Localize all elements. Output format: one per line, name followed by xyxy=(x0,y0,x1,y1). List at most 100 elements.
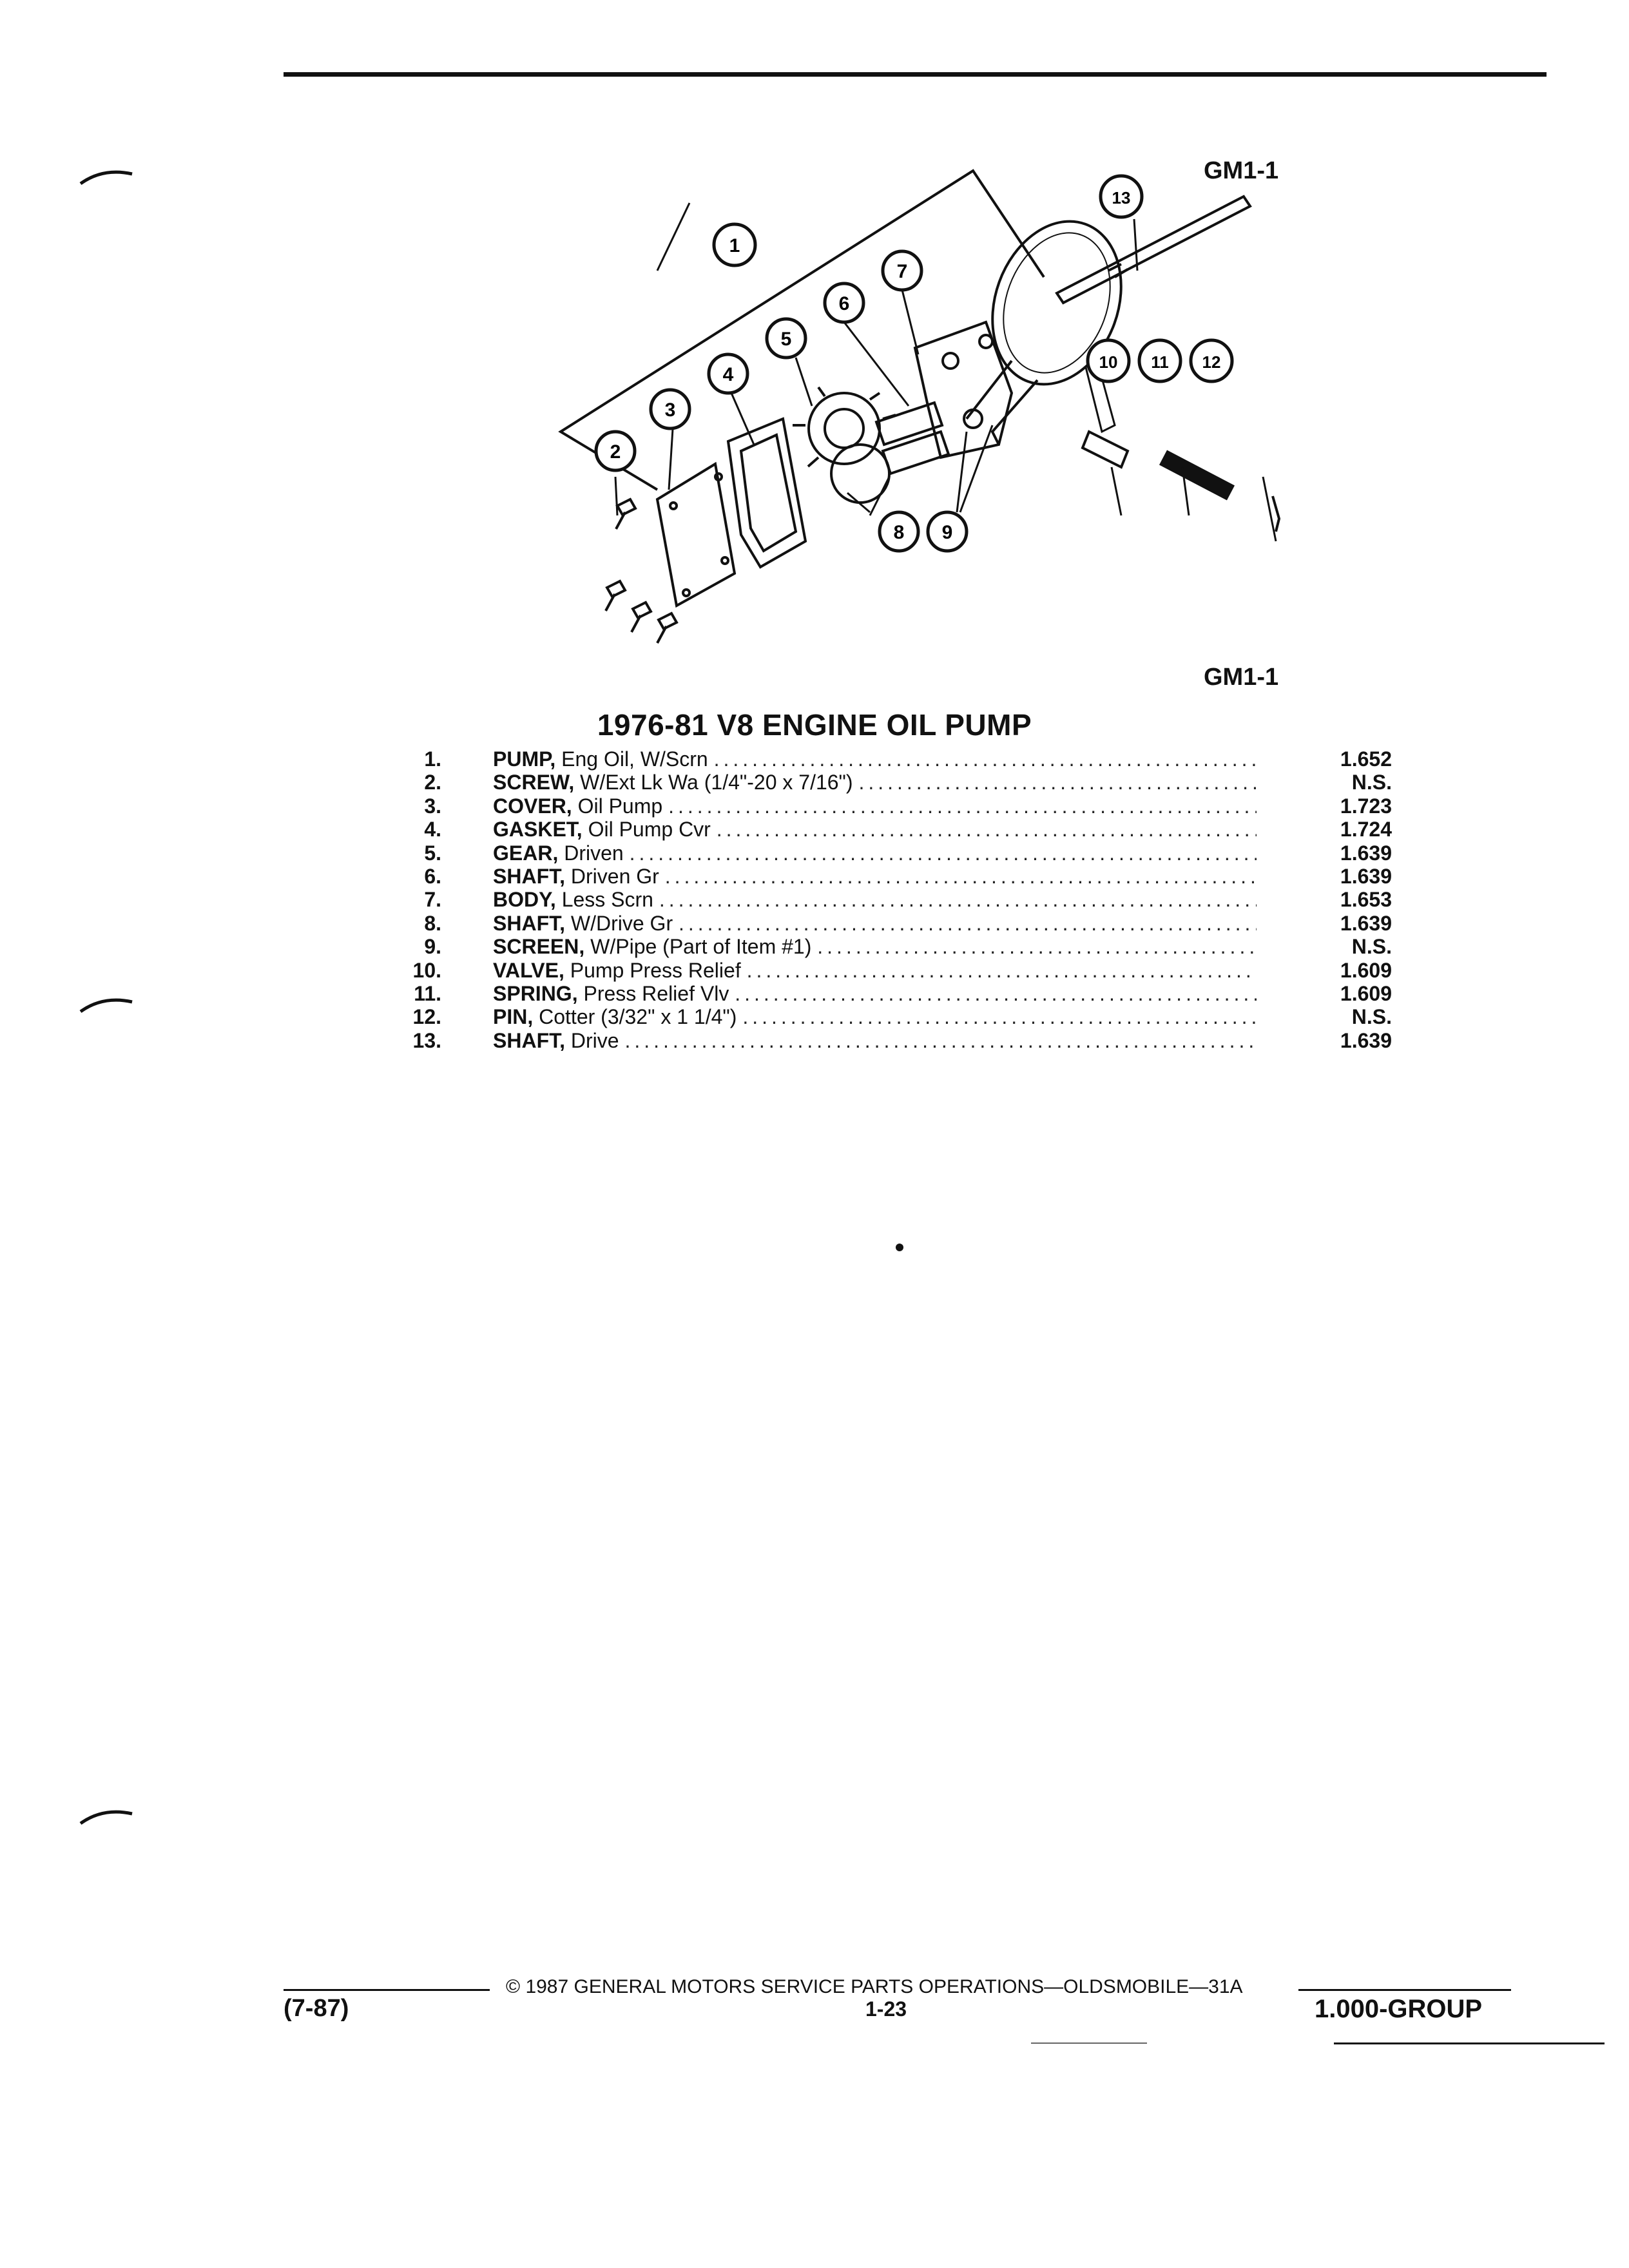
parts-row: 9. SCREEN, W/Pipe (Part of Item #1) .....… xyxy=(380,935,1392,958)
item-description: SHAFT, Drive ...........................… xyxy=(493,1029,1257,1052)
revision-date: (7-87) xyxy=(284,1995,349,2022)
valve-part xyxy=(1081,430,1130,469)
svg-text:12: 12 xyxy=(1202,352,1221,372)
item-number: 10. xyxy=(412,958,441,982)
group-code: N.S. xyxy=(1351,771,1392,794)
item-number: 3. xyxy=(424,794,441,818)
parts-row: 6.SHAFT, Driven Gr .....................… xyxy=(380,865,1392,888)
item-number: 13. xyxy=(412,1028,441,1052)
item-number: 2. xyxy=(424,771,441,794)
footer-rule-right xyxy=(1298,1989,1511,1991)
group-code: 1.653 xyxy=(1340,888,1392,912)
svg-text:11: 11 xyxy=(1151,352,1169,372)
parts-list: 1.PUMP, Eng Oil, W/Scrn ................… xyxy=(380,747,1392,1052)
item-description: BODY, Less Scrn ........................… xyxy=(493,888,1257,911)
leader-dots: ........................................… xyxy=(664,864,1257,888)
leader-dots: ........................................… xyxy=(817,935,1257,959)
group-code: 1.639 xyxy=(1340,841,1392,865)
gears-part xyxy=(793,386,896,504)
item-description: PIN, Cotter (3/32" x 1 1/4") ...........… xyxy=(493,1005,1257,1028)
group-code: 1.609 xyxy=(1340,981,1392,1005)
parts-table-title: 1976-81 V8 ENGINE OIL PUMP xyxy=(597,708,1032,742)
item-number: 9. xyxy=(424,935,441,959)
item-number: 1. xyxy=(424,747,441,771)
top-rule xyxy=(284,72,1547,77)
svg-text:6: 6 xyxy=(839,293,850,314)
item-name: SHAFT, xyxy=(493,911,565,935)
group-code: 1.639 xyxy=(1340,911,1392,935)
item-detail: Driven Gr xyxy=(570,864,659,888)
item-detail: Oil Pump xyxy=(577,794,663,818)
svg-text:3: 3 xyxy=(665,399,676,421)
page-number: 1-23 xyxy=(865,1997,907,2021)
callout-13: 13 xyxy=(1099,174,1144,219)
svg-text:10: 10 xyxy=(1099,352,1118,372)
screw-parts xyxy=(604,497,679,644)
cover-part xyxy=(655,461,737,608)
item-name: GEAR, xyxy=(493,841,559,865)
leader-dots: ........................................… xyxy=(668,794,1257,818)
group-number: 1.000-GROUP xyxy=(1315,1995,1483,2023)
item-name: SPRING, xyxy=(493,981,578,1005)
leader-dots: ........................................… xyxy=(624,1028,1257,1052)
scan-line-mark xyxy=(1334,2042,1605,2044)
item-detail: Drive xyxy=(570,1028,619,1052)
item-description: SHAFT, W/Drive Gr ......................… xyxy=(493,912,1257,935)
item-name: SCREEN, xyxy=(493,935,585,959)
group-code: 1.723 xyxy=(1340,794,1392,818)
item-number: 8. xyxy=(424,911,441,935)
item-name: PIN, xyxy=(493,1005,534,1029)
leader-dots: ........................................… xyxy=(713,747,1257,771)
parts-row: 3. COVER, Oil Pump ......................… xyxy=(380,794,1392,818)
item-name: COVER, xyxy=(493,794,572,818)
leader-dots: ........................................… xyxy=(716,818,1257,841)
leader-dots: ........................................… xyxy=(742,1005,1257,1029)
callout-10: 10 xyxy=(1086,338,1131,383)
parts-row: 13. SHAFT, Drive ........................… xyxy=(380,1029,1392,1052)
shaft-8-part xyxy=(881,430,950,476)
item-detail: Press Relief Vlv xyxy=(583,981,729,1005)
callout-1: 1 xyxy=(712,222,757,267)
pin-part xyxy=(1271,495,1281,532)
gasket-part xyxy=(726,417,807,569)
leader-dots: ........................................… xyxy=(629,841,1257,865)
parts-row: 12. PIN, Cotter (3/32" x 1 1/4") ........… xyxy=(380,1005,1392,1028)
footer-rule-left xyxy=(284,1989,490,1991)
item-name: SHAFT, xyxy=(493,864,565,888)
group-code: N.S. xyxy=(1351,1005,1392,1029)
item-name: GASKET, xyxy=(493,818,583,841)
callout-12: 12 xyxy=(1189,338,1234,383)
item-detail: W/Pipe (Part of Item #1) xyxy=(590,935,812,959)
svg-text:1: 1 xyxy=(729,235,740,256)
scan-arc-mark xyxy=(79,998,133,1014)
item-detail: Driven xyxy=(564,841,624,865)
item-description: GASKET, Oil Pump Cvr ...................… xyxy=(493,818,1257,841)
item-description: SHAFT, Driven Gr .......................… xyxy=(493,865,1257,888)
item-number: 12. xyxy=(412,1005,441,1029)
svg-text:4: 4 xyxy=(723,364,734,385)
scan-arc-mark xyxy=(79,170,133,186)
item-number: 4. xyxy=(424,818,441,841)
item-description: SCREEN, W/Pipe (Part of Item #1) .......… xyxy=(493,935,1257,958)
svg-text:13: 13 xyxy=(1112,188,1131,207)
leader-dots: ........................................… xyxy=(735,981,1257,1005)
svg-text:2: 2 xyxy=(610,441,621,463)
item-detail: Eng Oil, W/Scrn xyxy=(561,747,708,771)
leader-dots: ........................................… xyxy=(746,958,1257,982)
leader-dots: ........................................… xyxy=(858,771,1257,794)
item-detail: Pump Press Relief xyxy=(570,958,741,982)
callout-2: 2 xyxy=(594,430,637,472)
leader-dots: ........................................… xyxy=(659,888,1257,912)
figure-id-bottom: GM1-1 xyxy=(1204,664,1279,691)
svg-text:9: 9 xyxy=(942,522,953,543)
svg-text:7: 7 xyxy=(897,261,908,282)
copyright-line: © 1987 GENERAL MOTORS SERVICE PARTS OPER… xyxy=(506,1976,1243,1997)
screen-part xyxy=(965,220,1123,445)
item-name: SCREW, xyxy=(493,771,575,794)
scan-arc-mark xyxy=(79,1810,133,1825)
parts-row: 5.GEAR, Driven .........................… xyxy=(380,841,1392,865)
item-number: 11. xyxy=(414,981,441,1005)
callout-6: 6 xyxy=(823,282,865,324)
parts-row: 10.VALVE, Pump Press Relief ............… xyxy=(380,959,1392,982)
figure-id-top: GM1-1 xyxy=(1204,157,1279,184)
